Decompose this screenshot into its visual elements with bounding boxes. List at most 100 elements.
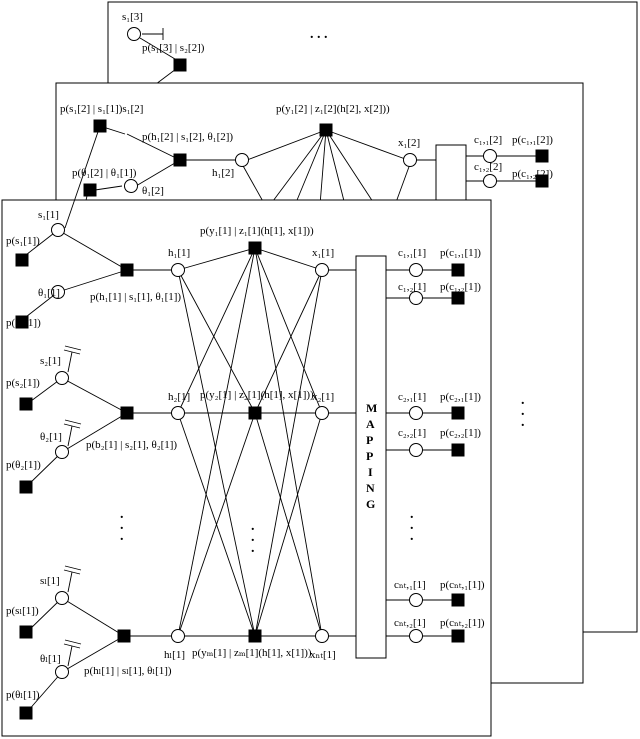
ellipsis-users: ... — [120, 507, 124, 544]
h1-2-prior-label: p(h₁[2] | s₁[2], θ₁[2]) — [142, 131, 233, 143]
x1-1-node — [315, 263, 329, 277]
y-to-x-edge — [254, 247, 323, 414]
mapping-letter: A — [366, 417, 375, 431]
thetaL-1-prior-label: p(θₗ[1]) — [6, 689, 40, 701]
c11-2-prior-factor — [535, 149, 549, 163]
theta2-1-label: θ₂[1] — [40, 431, 62, 443]
ellipsis-page2: ... — [521, 393, 525, 430]
h-to-y-edge — [177, 247, 256, 414]
c12-1-prior-factor — [451, 291, 465, 305]
c21-1-prior-factor — [451, 406, 465, 420]
s1-3-transition-factor — [173, 58, 187, 72]
sL-1-label: sₗ[1] — [40, 575, 60, 587]
h1-1-prior-label: p(h₁[1] | s₁[1], θ₁[1]) — [90, 291, 181, 303]
h-to-y-edge — [177, 412, 256, 637]
cNt2-1-node — [409, 629, 423, 643]
observation-mesh-edges — [177, 247, 323, 637]
top-ellipsis: . . . — [310, 27, 328, 42]
s2-1-prior-factor — [19, 397, 33, 411]
theta2-1-prior-label: p(θ₂[1]) — [6, 459, 41, 471]
cNt1-1-prior-label: p(cₙₜ,₁[1]) — [440, 579, 485, 591]
c11-2-label: c₁,₁[2] — [474, 134, 502, 146]
sL-1-prior-factor — [19, 625, 33, 639]
cNt1-1-prior-factor — [451, 593, 465, 607]
c12-1-prior-label: p(c₁,₂[1]) — [440, 281, 481, 293]
h-to-y-edge — [177, 247, 256, 271]
theta1-1-prior-label: p(θ₁[1]) — [6, 317, 41, 329]
c11-1-prior-factor — [451, 263, 465, 277]
hL-1-prior-label: p(hₗ[1] | sₗ[1], θₗ[1]) — [84, 665, 172, 677]
cNt1-1-label: cₙₜ,₁[1] — [394, 579, 426, 591]
theta1-1-label: θ₁[1] — [38, 287, 60, 299]
s2-1-node — [55, 371, 69, 385]
theta1-2-node — [124, 179, 138, 193]
h1-1-node — [171, 263, 185, 277]
user-1-edges — [21, 125, 178, 321]
c11-2-node — [483, 149, 497, 163]
c22-1-node — [409, 443, 423, 457]
yM-1-likelihood-factor — [248, 629, 262, 643]
s1-3-node — [127, 27, 141, 41]
s1-1-label: s₁[1] — [38, 209, 59, 221]
mapping-letter: I — [368, 465, 373, 479]
h2-1-prior-label: p(b₂[1] | s₂[1], θ₂[1]) — [86, 439, 177, 451]
s1-1-prior-factor — [15, 253, 29, 267]
c21-1-node — [409, 406, 423, 420]
x1-2-node — [403, 153, 417, 167]
c11-1-label: c₁,₁[1] — [398, 247, 426, 259]
sL-1-prior-label: p(sₗ[1]) — [6, 605, 39, 617]
mapping-letter: N — [366, 481, 375, 495]
c22-1-prior-label: p(c₂,₂[1]) — [440, 427, 481, 439]
s2-1-prior-label: p(s₂[1]) — [6, 377, 40, 389]
mapping-block — [355, 255, 387, 659]
h-to-y-edge — [177, 269, 256, 414]
s1-1-node — [51, 223, 65, 237]
y-to-x-edge — [254, 269, 323, 414]
h1-1-prior-factor — [120, 263, 134, 277]
c21-1-label: c₂,₁[1] — [398, 391, 426, 403]
c22-1-prior-factor — [451, 443, 465, 457]
y2-1-likelihood-label: p(y₂[1] | z₂[1](h[1], x[1])) — [200, 389, 314, 401]
y1-2-likelihood-label: p(y₁[2] | z₁[2](h[2], x[2])) — [276, 103, 390, 115]
theta2-1-node — [55, 445, 69, 459]
y-to-x-edge — [254, 269, 323, 637]
cNt2-1-prior-label: p(cₙₜ,₂[1]) — [440, 617, 485, 629]
theta1-2-label: θ₁[2] — [142, 185, 164, 197]
theta1-1-prior-factor — [15, 315, 29, 329]
y1-2-likelihood-factor — [319, 123, 333, 137]
s1-3-transition-label: p(s₁[3] | s₂[2]) — [142, 42, 205, 54]
ellipsis-y-factors: ... — [251, 519, 255, 556]
c12-1-label: c₁,₂[1] — [398, 281, 426, 293]
h2-1-label: h₂[1] — [168, 391, 190, 403]
h1-2-prior-factor — [173, 153, 187, 167]
c21-1-prior-label: p(c₂,₁[1]) — [440, 391, 481, 403]
xNt-1-label: xₙₜ[1] — [310, 649, 336, 661]
theta1-1-node — [51, 285, 65, 299]
cNt1-1-node — [409, 593, 423, 607]
c22-1-label: c₂,₂[1] — [398, 427, 426, 439]
xNt-1-node — [315, 629, 329, 643]
y2-1-likelihood-factor — [248, 406, 262, 420]
cNt2-1-label: cₙₜ,₂[1] — [394, 617, 426, 629]
page-2-mapping-block — [435, 144, 467, 206]
user-L-edges — [26, 565, 178, 713]
theta1-2-transition-factor — [83, 183, 97, 197]
thetaL-1-node — [55, 665, 69, 679]
x1-2-label: x₁[2] — [398, 137, 420, 149]
user-2-edges — [26, 345, 178, 487]
y1-1-likelihood-factor — [248, 241, 262, 255]
h2-1-node — [171, 406, 185, 420]
h-to-y-edge — [177, 269, 256, 637]
c12-2-prior-factor — [535, 174, 549, 188]
hL-1-node — [171, 629, 185, 643]
x2-1-node — [315, 406, 329, 420]
mapping-letter: G — [366, 497, 375, 511]
yM-1-likelihood-label: p(yₘ[1] | zₘ[1](h[1], x[1])) — [192, 647, 312, 659]
x1-1-label: x₁[1] — [312, 247, 334, 259]
sL-1-node — [55, 591, 69, 605]
theta2-1-prior-factor — [19, 480, 33, 494]
mapping-letter: P — [366, 433, 373, 447]
s2-1-label: s₂[1] — [40, 355, 61, 367]
theta1-2-transition-label: p(θ₁[2] | θ₁[1]) — [72, 167, 137, 179]
